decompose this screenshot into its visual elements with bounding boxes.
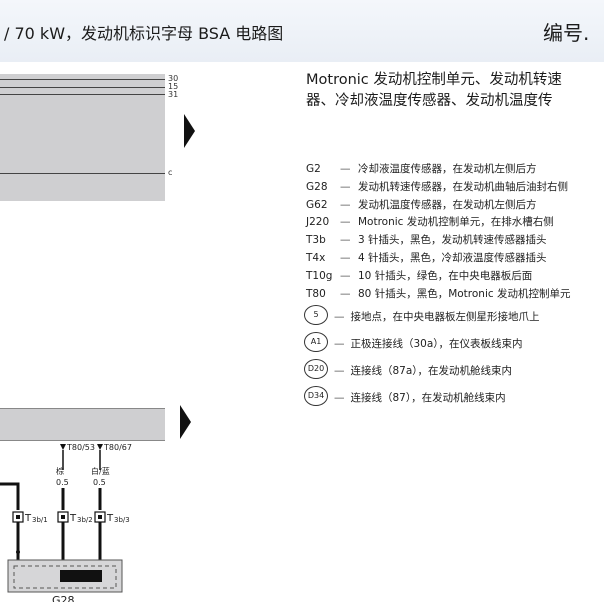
junction-dot-icon bbox=[16, 550, 20, 554]
legend-text: 10 针插头，绿色，在中央电器板后面 bbox=[358, 270, 533, 282]
connector-name: T bbox=[106, 513, 114, 524]
legend-item: G62—发动机温度传感器，在发动机左侧后方 bbox=[306, 199, 537, 211]
pin-label-t80-53: T80/53 bbox=[66, 443, 95, 452]
legend-text: Motronic 发动机控制单元，在排水槽右侧 bbox=[358, 216, 554, 228]
pin-arrow-icon bbox=[97, 444, 103, 450]
connector-pin-icon bbox=[61, 515, 65, 519]
legend-text: 发动机温度传感器，在发动机左侧后方 bbox=[358, 199, 537, 211]
component-label-g28: G28 bbox=[52, 594, 75, 602]
circled-desc: —连接线（87a），在发动机舱线束内 bbox=[334, 365, 513, 377]
description-line-2: 器、冷却液温度传感器、发动机温度传 bbox=[306, 93, 553, 109]
circled-desc-text: 接地点，在中央电器板左侧星形接地爪上 bbox=[350, 311, 540, 323]
connector-sub: 3b/2 bbox=[77, 516, 93, 524]
legend-code: G62 bbox=[306, 199, 328, 211]
ground-wire bbox=[0, 482, 20, 510]
legend-code: G28 bbox=[306, 181, 328, 193]
legend-code: T4x bbox=[306, 252, 326, 264]
wire-color-label: 棕 bbox=[56, 466, 64, 476]
connector-pin-icon bbox=[16, 515, 20, 519]
legend-item: T80—80 针插头，黑色，Motronic 发动机控制单元 bbox=[306, 288, 571, 300]
legend-text: 4 针插头，黑色，冷却液温度传感器插头 bbox=[358, 252, 547, 264]
control-unit-panel-top bbox=[0, 74, 165, 201]
legend-text: 冷却液温度传感器，在发动机左侧后方 bbox=[358, 163, 537, 175]
legend-item: T3b—3 针插头，黑色，发动机转速传感器插头 bbox=[306, 234, 547, 246]
bus-line-30 bbox=[0, 79, 165, 80]
bus-line-31 bbox=[0, 94, 165, 95]
circled-desc-text: 正极连接线（30a），在仪表板线束内 bbox=[350, 338, 523, 350]
legend-item: G28—发动机转速传感器，在发动机曲轴后油封右侧 bbox=[306, 181, 568, 193]
bus-label-c: c bbox=[168, 168, 173, 177]
connector-sub: 3b/3 bbox=[114, 516, 130, 524]
wire-size-label: 0.5 bbox=[56, 478, 69, 487]
legend-code: J220 bbox=[306, 216, 330, 228]
legend-item: J220—Motronic 发动机控制单元，在排水槽右侧 bbox=[306, 216, 554, 228]
legend-item: T10g—10 针插头，绿色，在中央电器板后面 bbox=[306, 270, 533, 282]
legend-item: G2—冷却液温度传感器，在发动机左侧后方 bbox=[306, 163, 537, 175]
connector-sub: 3b/1 bbox=[32, 516, 48, 524]
connector-name: T bbox=[69, 513, 77, 524]
bus-line-c bbox=[0, 173, 165, 174]
bus-line-15 bbox=[0, 87, 165, 88]
sensor-element bbox=[60, 570, 102, 582]
legend-text: 80 针插头，黑色，Motronic 发动机控制单元 bbox=[358, 288, 571, 300]
connection-symbol-a1: A1 bbox=[304, 332, 328, 352]
connector-name: T bbox=[24, 513, 32, 524]
continuation-arrow-bottom bbox=[180, 405, 191, 439]
bus-label-15: 15 bbox=[168, 82, 179, 91]
legend-text: 3 针插头，黑色，发动机转速传感器插头 bbox=[358, 234, 547, 246]
ground-point-symbol: 5 bbox=[304, 305, 328, 325]
legend-code: T80 bbox=[306, 288, 326, 300]
control-unit-panel-bottom bbox=[0, 408, 165, 441]
page-title: / 70 kW，发动机标识字母 BSA 电路图 bbox=[4, 24, 284, 43]
continuation-arrow-top bbox=[184, 114, 195, 148]
legend-code: T10g bbox=[306, 270, 333, 282]
circled-desc: —正极连接线（30a），在仪表板线束内 bbox=[334, 338, 523, 350]
pin-arrow-icon bbox=[60, 444, 66, 450]
bus-label-31: 31 bbox=[168, 90, 179, 99]
document-number-label: 编号. bbox=[543, 21, 590, 45]
header-band bbox=[0, 0, 604, 62]
legend-code: G2 bbox=[306, 163, 321, 175]
legend-item: T4x—4 针插头，黑色，冷却液温度传感器插头 bbox=[306, 252, 547, 264]
wire-size-label: 0.5 bbox=[93, 478, 106, 487]
description-line-1: Motronic 发动机控制单元、发动机转速 bbox=[306, 72, 562, 88]
legend-text: 发动机转速传感器，在发动机曲轴后油封右侧 bbox=[358, 181, 568, 193]
circled-desc-text: 连接线（87a），在发动机舱线束内 bbox=[350, 365, 513, 377]
pin-label-t80-67: T80/67 bbox=[103, 443, 132, 452]
circled-desc: —接地点，在中央电器板左侧星形接地爪上 bbox=[334, 311, 540, 323]
description-title: Motronic 发动机控制单元、发动机转速 器、冷却液温度传感器、发动机温度传 bbox=[306, 70, 562, 112]
connection-symbol-d20: D20 bbox=[304, 359, 328, 379]
sensor-shield-dashed bbox=[13, 565, 117, 589]
wire-color-label: 白/蓝 bbox=[91, 466, 110, 476]
bus-label-30: 30 bbox=[168, 74, 179, 83]
circled-desc: —连接线（87），在发动机舱线束内 bbox=[334, 392, 506, 404]
connection-symbol-d34: D34 bbox=[304, 386, 328, 406]
connector-pin-icon bbox=[98, 515, 102, 519]
legend-code: T3b bbox=[306, 234, 326, 246]
circled-desc-text: 连接线（87），在发动机舱线束内 bbox=[350, 392, 506, 404]
